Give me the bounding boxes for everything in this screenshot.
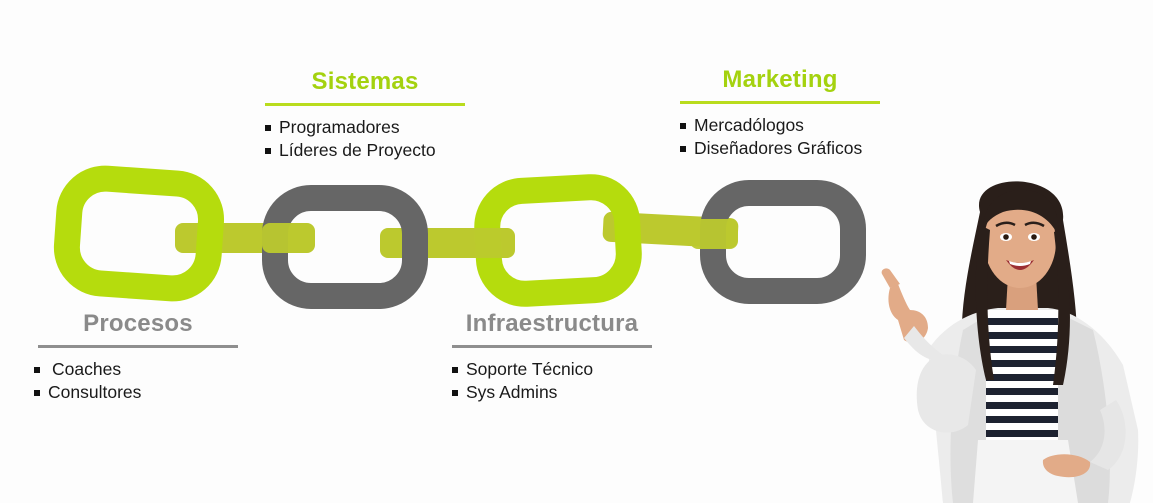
group-rule-procesos (38, 345, 238, 348)
list-item: Coaches (34, 358, 238, 381)
chain-connector-2-front (462, 228, 514, 258)
list-item-label: Diseñadores Gráficos (694, 138, 863, 158)
group-sistemas: Sistemas Programadores Líderes de Proyec… (265, 67, 465, 162)
list-item-label: Consultores (48, 382, 142, 402)
list-item: Programadores (265, 116, 465, 139)
group-procesos: Procesos Coaches Consultores (34, 309, 238, 404)
group-rule-sistemas (265, 103, 465, 106)
group-infraestructura: Infraestructura Soporte Técnico Sys Admi… (452, 309, 652, 404)
group-rule-infraestructura (452, 345, 652, 348)
list-item: Soporte Técnico (452, 358, 652, 381)
chain-connector-3-front (690, 219, 738, 249)
list-item-label: Mercadólogos (694, 115, 804, 135)
group-list-procesos: Coaches Consultores (34, 358, 238, 404)
square-bullet-icon (452, 389, 458, 396)
square-bullet-icon (452, 366, 458, 373)
list-item: Mercadólogos (680, 114, 880, 137)
group-list-marketing: Mercadólogos Diseñadores Gráficos (680, 114, 880, 160)
chain-connector-1-front (262, 223, 310, 253)
list-item: Diseñadores Gráficos (680, 137, 880, 160)
group-list-sistemas: Programadores Líderes de Proyecto (265, 116, 465, 162)
group-rule-marketing (680, 101, 880, 104)
square-bullet-icon (680, 122, 686, 129)
square-bullet-icon (34, 366, 40, 373)
square-bullet-icon (265, 147, 271, 154)
list-item: Líderes de Proyecto (265, 139, 465, 162)
group-title-infraestructura: Infraestructura (465, 310, 639, 337)
group-title-sistemas: Sistemas (311, 68, 419, 95)
list-item: Sys Admins (452, 381, 652, 404)
list-item: Consultores (34, 381, 238, 404)
list-item-label: Sys Admins (466, 382, 558, 402)
square-bullet-icon (680, 145, 686, 152)
woman-pointing-illustration (868, 170, 1153, 503)
group-title-procesos: Procesos (83, 310, 193, 337)
list-item-label: Líderes de Proyecto (279, 140, 436, 160)
group-title-marketing: Marketing (722, 66, 838, 93)
group-marketing: Marketing Mercadólogos Diseñadores Gráfi… (680, 65, 880, 160)
list-item-label: Coaches (52, 359, 122, 379)
group-list-infraestructura: Soporte Técnico Sys Admins (452, 358, 652, 404)
square-bullet-icon (265, 124, 271, 131)
list-item-label: Programadores (279, 117, 400, 137)
list-item-label: Soporte Técnico (466, 359, 594, 379)
chain-link-1 (53, 165, 225, 302)
square-bullet-icon (34, 389, 40, 396)
